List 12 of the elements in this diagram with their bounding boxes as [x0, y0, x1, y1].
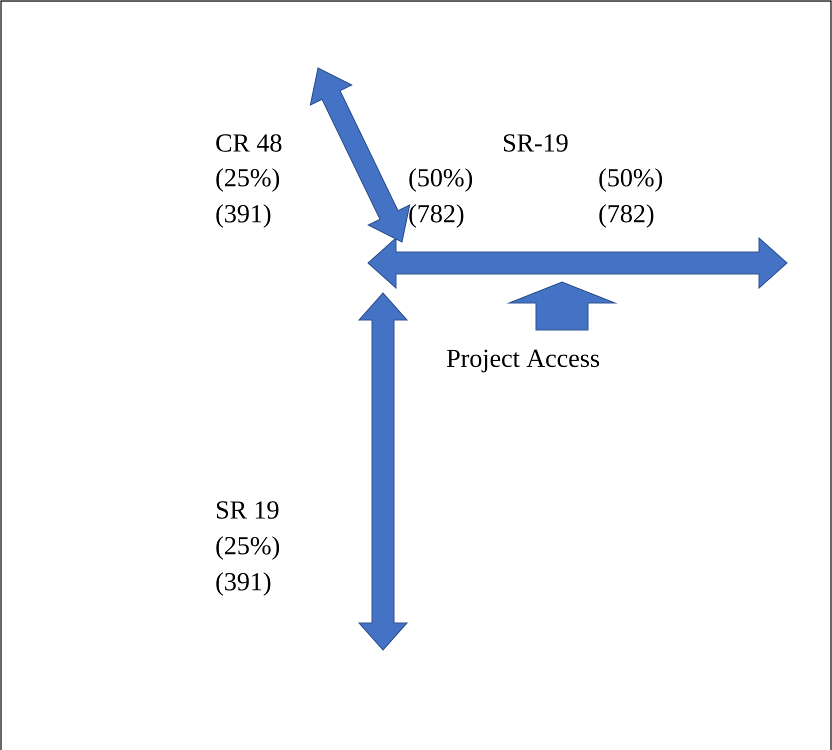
- text-label: (782): [409, 204, 464, 228]
- text-label: SR-19: [504, 134, 568, 152]
- text-label: (391): [216, 204, 270, 228]
- text-label: (50%): [599, 168, 662, 192]
- text-label: (25%): [216, 536, 280, 560]
- text-label: SR 19: [216, 501, 278, 519]
- text-label: CR 48: [216, 134, 282, 152]
- text-label: (391): [216, 572, 270, 596]
- text-label: (50%): [409, 168, 472, 192]
- text-label: Project Access: [446, 350, 600, 372]
- text-label: (782): [599, 204, 654, 228]
- text-label: (25%): [216, 168, 280, 192]
